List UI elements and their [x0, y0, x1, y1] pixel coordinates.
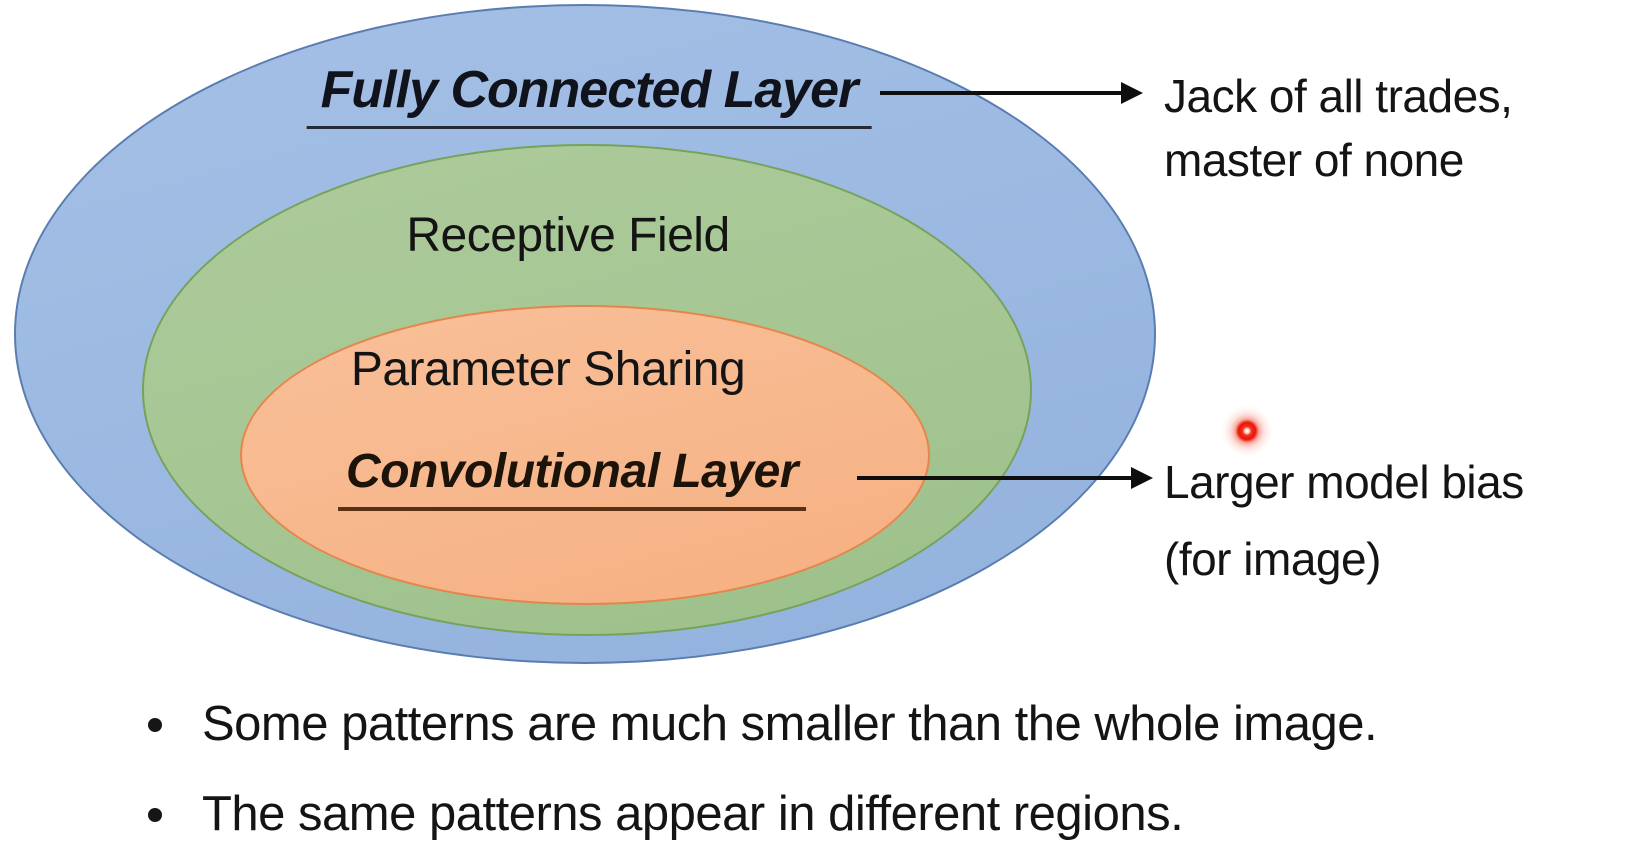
- bullet-list: Some patterns are much smaller than the …: [140, 694, 1378, 866]
- convolutional-note: Larger model bias (for image): [1164, 444, 1524, 598]
- convolutional-note-line1: Larger model bias: [1164, 456, 1524, 508]
- arrow-convolutional-to-note: [857, 467, 1153, 489]
- arrow-fully-connected-to-note: [880, 82, 1143, 104]
- fully-connected-note-line2: master of none: [1164, 134, 1464, 186]
- convolutional-note-line2: (for image): [1164, 533, 1381, 585]
- arrowhead-icon: [1131, 467, 1153, 489]
- receptive-field-label: Receptive Field: [406, 209, 730, 262]
- bullet-text-2: The same patterns appear in different re…: [202, 787, 1184, 841]
- list-item: The same patterns appear in different re…: [140, 784, 1377, 844]
- laser-pointer-dot-icon: [1217, 401, 1277, 461]
- convolutional-ellipse: [240, 305, 930, 605]
- fully-connected-note-line1: Jack of all trades,: [1164, 70, 1513, 122]
- bullet-text-1: Some patterns are much smaller than the …: [202, 697, 1378, 751]
- arrowhead-icon: [1121, 82, 1143, 104]
- fully-connected-layer-text: Fully Connected Layer: [306, 61, 872, 129]
- list-item: Some patterns are much smaller than the …: [140, 694, 1378, 754]
- convolutional-layer-label: Convolutional Layer: [338, 444, 806, 511]
- bullet-icon: [148, 718, 162, 732]
- convolutional-layer-text: Convolutional Layer: [338, 445, 806, 511]
- bullet-icon: [148, 808, 162, 822]
- fully-connected-note: Jack of all trades, master of none: [1164, 64, 1513, 192]
- fully-connected-layer-label: Fully Connected Layer: [306, 60, 872, 129]
- parameter-sharing-label: Parameter Sharing: [350, 343, 746, 396]
